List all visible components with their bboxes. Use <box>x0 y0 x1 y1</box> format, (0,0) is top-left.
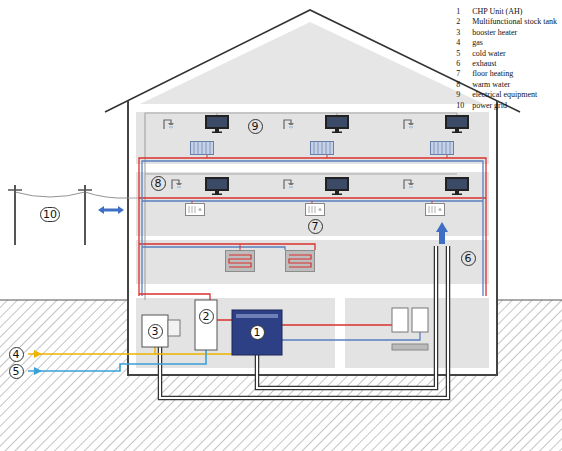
room-equipment <box>284 180 294 189</box>
room-equipment <box>286 251 315 272</box>
electrical-wiring <box>128 113 457 300</box>
callout-number: 3 <box>148 324 163 339</box>
legend-text: gas <box>472 38 483 47</box>
house-building <box>136 298 335 368</box>
basement-units <box>195 300 217 350</box>
legend-text: CHP Unit (AH) <box>472 7 522 16</box>
callout-number: 9 <box>248 119 263 134</box>
callout-number: 2 <box>199 309 214 324</box>
supply-lines <box>282 325 400 332</box>
house-building <box>136 172 489 236</box>
room-equipment <box>404 120 414 129</box>
power-grid <box>15 192 128 198</box>
callout-number: 8 <box>151 176 166 191</box>
room-equipment <box>172 180 182 189</box>
electrical-wiring <box>128 113 457 300</box>
room-equipment <box>164 115 469 272</box>
legend-text: electrical equipment <box>472 90 537 99</box>
room-equipment <box>445 115 469 133</box>
exhaust-pipes <box>160 222 448 398</box>
exhaust-pipes <box>160 246 448 398</box>
house-building <box>140 22 484 104</box>
electrical-wiring <box>217 113 457 115</box>
callout-number: 1 <box>250 325 265 340</box>
supply-lines <box>34 350 42 358</box>
room-equipment <box>426 204 445 216</box>
basement-units <box>232 310 282 355</box>
room-equipment <box>325 177 349 195</box>
power-grid <box>8 185 128 245</box>
legend-text: power grid <box>472 101 507 110</box>
legend-text: cold water <box>472 49 506 58</box>
legend-number: 8 <box>456 80 460 89</box>
room-equipment <box>284 120 294 129</box>
basement-units <box>142 300 428 355</box>
legend-text: booster heater <box>472 28 517 37</box>
ground-hatching <box>0 300 128 451</box>
power-grid <box>15 185 85 245</box>
power-grid <box>8 189 92 191</box>
house-building <box>128 101 497 375</box>
room-equipment <box>311 142 334 155</box>
room-equipment <box>205 115 229 133</box>
callout-number: 6 <box>461 251 476 266</box>
room-equipment <box>164 120 174 129</box>
heating-pipes <box>192 141 447 250</box>
room-equipment <box>404 180 414 189</box>
supply-lines <box>282 332 420 340</box>
house-building <box>105 10 520 375</box>
basement-units <box>236 314 278 318</box>
room-equipment <box>325 115 349 133</box>
callout-number: 10 <box>40 207 60 222</box>
legend-number: 7 <box>456 69 460 78</box>
house-building <box>345 298 489 368</box>
legend-number: 10 <box>456 101 464 110</box>
legend-number: 1 <box>456 7 460 16</box>
ground-hatching <box>497 299 562 300</box>
room-equipment <box>205 177 229 195</box>
legend-text: Multifunctional stock tank <box>472 17 557 26</box>
callout-number: 7 <box>308 219 323 234</box>
room-equipment <box>431 142 454 155</box>
legend-text: floor heating <box>472 69 513 78</box>
house-building <box>105 10 520 112</box>
power-grid <box>98 206 124 214</box>
legend-number: 3 <box>456 28 460 37</box>
room-equipment <box>186 204 205 216</box>
legend-number: 4 <box>456 38 460 47</box>
heating-pipes <box>142 161 483 296</box>
supply-lines <box>34 367 42 375</box>
basement-units <box>392 344 428 350</box>
room-equipment <box>445 177 469 195</box>
legend-number: 2 <box>456 17 460 26</box>
legend-text: warm water <box>472 80 510 89</box>
house-building <box>128 101 497 375</box>
supply-lines <box>28 350 206 371</box>
exhaust-pipes <box>160 246 448 398</box>
supply-lines <box>28 294 420 375</box>
room-equipment <box>191 142 214 155</box>
callout-number: 4 <box>9 347 24 362</box>
basement-units <box>142 315 168 347</box>
exhaust-pipes <box>436 222 448 244</box>
legend-text: exhaust <box>472 59 496 68</box>
legend-number: 9 <box>456 90 460 99</box>
basement-units <box>168 320 180 336</box>
callout-number: 5 <box>9 364 24 379</box>
ground-hatching <box>0 299 128 300</box>
ground-hatching <box>497 300 562 451</box>
legend-number: 6 <box>456 59 460 68</box>
room-equipment <box>306 204 325 216</box>
legend-number: 5 <box>456 49 460 58</box>
basement-units <box>392 308 408 332</box>
house-building <box>136 112 489 164</box>
basement-units <box>412 308 428 332</box>
room-equipment <box>226 251 255 272</box>
